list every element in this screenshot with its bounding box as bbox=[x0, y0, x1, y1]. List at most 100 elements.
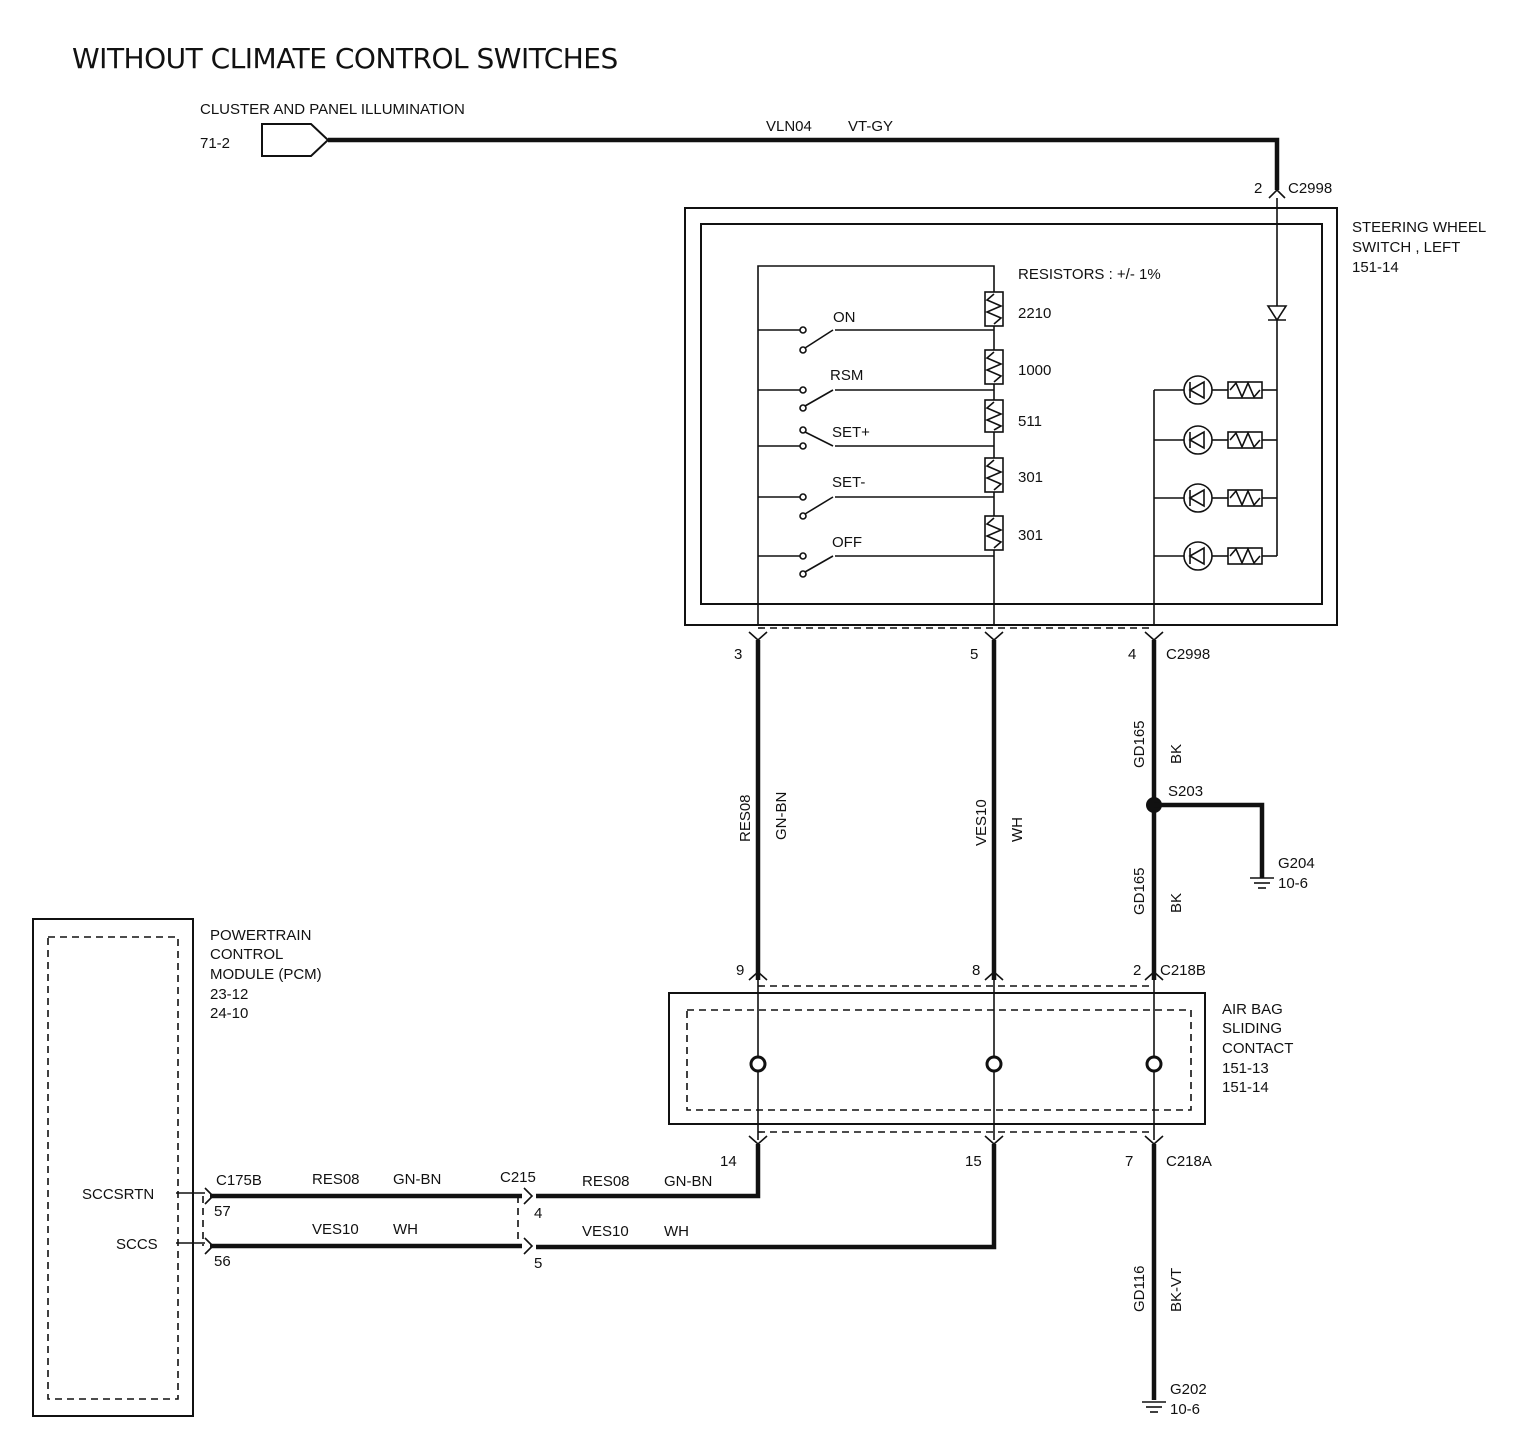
c2998-pin-5: 5 bbox=[970, 646, 978, 663]
lamp-icon bbox=[1183, 483, 1213, 513]
steering-switch-inner-box bbox=[700, 223, 1323, 605]
lamp-icon bbox=[1183, 541, 1213, 571]
illumination-ref: 71-2 bbox=[200, 135, 230, 152]
c175b-pin-57: 57 bbox=[214, 1203, 231, 1220]
airbag-label-2: SLIDING bbox=[1222, 1020, 1282, 1037]
lower-res08-color-right: GN-BN bbox=[664, 1173, 712, 1190]
c175b-pin-56: 56 bbox=[214, 1253, 231, 1270]
resistor-stack bbox=[984, 291, 1004, 625]
lamp-row bbox=[1154, 483, 1277, 513]
resistor-zigzag bbox=[984, 293, 1004, 325]
connector-chevron-icon bbox=[1144, 631, 1164, 642]
ground-g202-ref: 10-6 bbox=[1170, 1401, 1200, 1418]
c218b-label: C218B bbox=[1160, 962, 1206, 979]
lower-res08-circuit-left: RES08 bbox=[312, 1171, 360, 1188]
c218b-pin-8: 8 bbox=[972, 962, 980, 979]
ground-g204-ref: 10-6 bbox=[1278, 875, 1308, 892]
wire-res08-circuit-label: RES08 bbox=[737, 794, 754, 842]
lamp-row bbox=[1154, 375, 1277, 405]
wire-gd165-lower-circuit-label: GD165 bbox=[1131, 867, 1148, 915]
slip-ring-icon bbox=[1145, 1055, 1163, 1073]
switch-label-on: ON bbox=[833, 309, 856, 326]
switch-label-set-plus: SET+ bbox=[832, 424, 870, 441]
lamp-icon bbox=[1183, 375, 1213, 405]
wire-ves10-color-label: WH bbox=[1009, 817, 1026, 842]
pcm-pin-sccsrtn: SCCSRTN bbox=[82, 1186, 154, 1203]
c2998-top-label: C2998 bbox=[1288, 180, 1332, 197]
splice-s203-label: S203 bbox=[1168, 783, 1203, 800]
diode-icon bbox=[1266, 305, 1288, 322]
resistor-value-2: 1000 bbox=[1018, 362, 1051, 379]
wire-res08-color-label: GN-BN bbox=[773, 792, 790, 840]
connector-chevron-icon bbox=[1268, 188, 1286, 199]
airbag-label-5: 151-14 bbox=[1222, 1079, 1269, 1096]
resistor-value-5: 301 bbox=[1018, 527, 1043, 544]
wire-gd165-upper-color-label: BK bbox=[1168, 744, 1185, 764]
pcm-label-3: MODULE (PCM) bbox=[210, 966, 322, 983]
c218a-pin-7: 7 bbox=[1125, 1153, 1133, 1170]
connector-chevron-icon bbox=[984, 631, 1004, 642]
c2998-pin-4: 4 bbox=[1128, 646, 1136, 663]
lower-res08-color-left: GN-BN bbox=[393, 1171, 441, 1188]
steering-switch-label-2: SWITCH , LEFT bbox=[1352, 239, 1460, 256]
resistor-value-4: 301 bbox=[1018, 469, 1043, 486]
switch-on bbox=[758, 326, 994, 354]
switch-set-minus bbox=[758, 493, 994, 520]
lower-ves10-circuit-right: VES10 bbox=[582, 1223, 629, 1240]
ground-g204-label: G204 bbox=[1278, 855, 1315, 872]
c218a-pin-14: 14 bbox=[720, 1153, 737, 1170]
pcm-label-2: CONTROL bbox=[210, 946, 283, 963]
ground-g204-icon bbox=[1250, 877, 1274, 889]
switch-rsm bbox=[758, 386, 994, 412]
resistor-zigzag bbox=[984, 401, 1004, 431]
airbag-label-1: AIR BAG bbox=[1222, 1001, 1283, 1018]
wire-gd165-lower-color-label: BK bbox=[1168, 893, 1185, 913]
pcm-label-1: POWERTRAIN bbox=[210, 927, 311, 944]
wire-gd116-color-label: BK-VT bbox=[1168, 1268, 1185, 1312]
wire-res08-to-c215 bbox=[536, 1144, 761, 1199]
steering-switch-ref: 151-14 bbox=[1352, 259, 1399, 276]
switch-off bbox=[758, 552, 994, 578]
c218a-pin-15: 15 bbox=[965, 1153, 982, 1170]
airbag-label-3: CONTACT bbox=[1222, 1040, 1293, 1057]
switch-label-off: OFF bbox=[832, 534, 862, 551]
switch-set-plus bbox=[758, 426, 994, 450]
wire-gd165-upper-circuit-label: GD165 bbox=[1131, 720, 1148, 768]
connector-chevron-icon bbox=[204, 1187, 215, 1205]
airbag-contact-box bbox=[668, 992, 1206, 1125]
lamp-row bbox=[1154, 425, 1277, 455]
illumination-label: CLUSTER AND PANEL ILLUMINATION bbox=[200, 101, 465, 118]
connector-chevron-icon bbox=[523, 1187, 534, 1205]
pcm-box bbox=[32, 918, 194, 1417]
connector-chevron-icon bbox=[523, 1237, 534, 1255]
wire-vln04-circuit: VLN04 bbox=[766, 118, 812, 135]
resistor-value-3: 511 bbox=[1018, 413, 1042, 430]
c215-pin-4: 4 bbox=[534, 1205, 542, 1222]
ground-g202-icon bbox=[1142, 1401, 1166, 1413]
c2998-top-pin: 2 bbox=[1254, 180, 1262, 197]
c2998-pin-3: 3 bbox=[734, 646, 742, 663]
connector-chevron-icon bbox=[748, 970, 768, 981]
c218a-label: C218A bbox=[1166, 1153, 1212, 1170]
connector-chevron-icon bbox=[748, 631, 768, 642]
wire-vln04-color: VT-GY bbox=[848, 118, 893, 135]
c215-pin-5: 5 bbox=[534, 1255, 542, 1272]
resistors-header: RESISTORS : +/- 1% bbox=[1018, 266, 1161, 283]
lower-ves10-color-right: WH bbox=[664, 1223, 689, 1240]
airbag-contact-inner-dashed bbox=[686, 1009, 1192, 1111]
wire-ves10-to-c215 bbox=[536, 1144, 997, 1250]
lamp-row bbox=[1154, 541, 1277, 571]
lower-ves10-color-left: WH bbox=[393, 1221, 418, 1238]
steering-switch-label-1: STEERING WHEEL bbox=[1352, 219, 1486, 236]
steering-switch-outer-box bbox=[684, 207, 1338, 626]
wire-gd116-circuit-label: GD116 bbox=[1131, 1266, 1148, 1312]
connector-chevron-icon bbox=[1144, 970, 1164, 981]
ground-g202-label: G202 bbox=[1170, 1381, 1207, 1398]
resistor-zigzag bbox=[984, 459, 1004, 491]
diagram-title: WITHOUT CLIMATE CONTROL SWITCHES bbox=[72, 42, 618, 75]
lower-ves10-circuit-left: VES10 bbox=[312, 1221, 359, 1238]
switch-label-set-minus: SET- bbox=[832, 474, 865, 491]
slip-ring-icon bbox=[985, 1055, 1003, 1073]
c215-label: C215 bbox=[500, 1169, 536, 1186]
